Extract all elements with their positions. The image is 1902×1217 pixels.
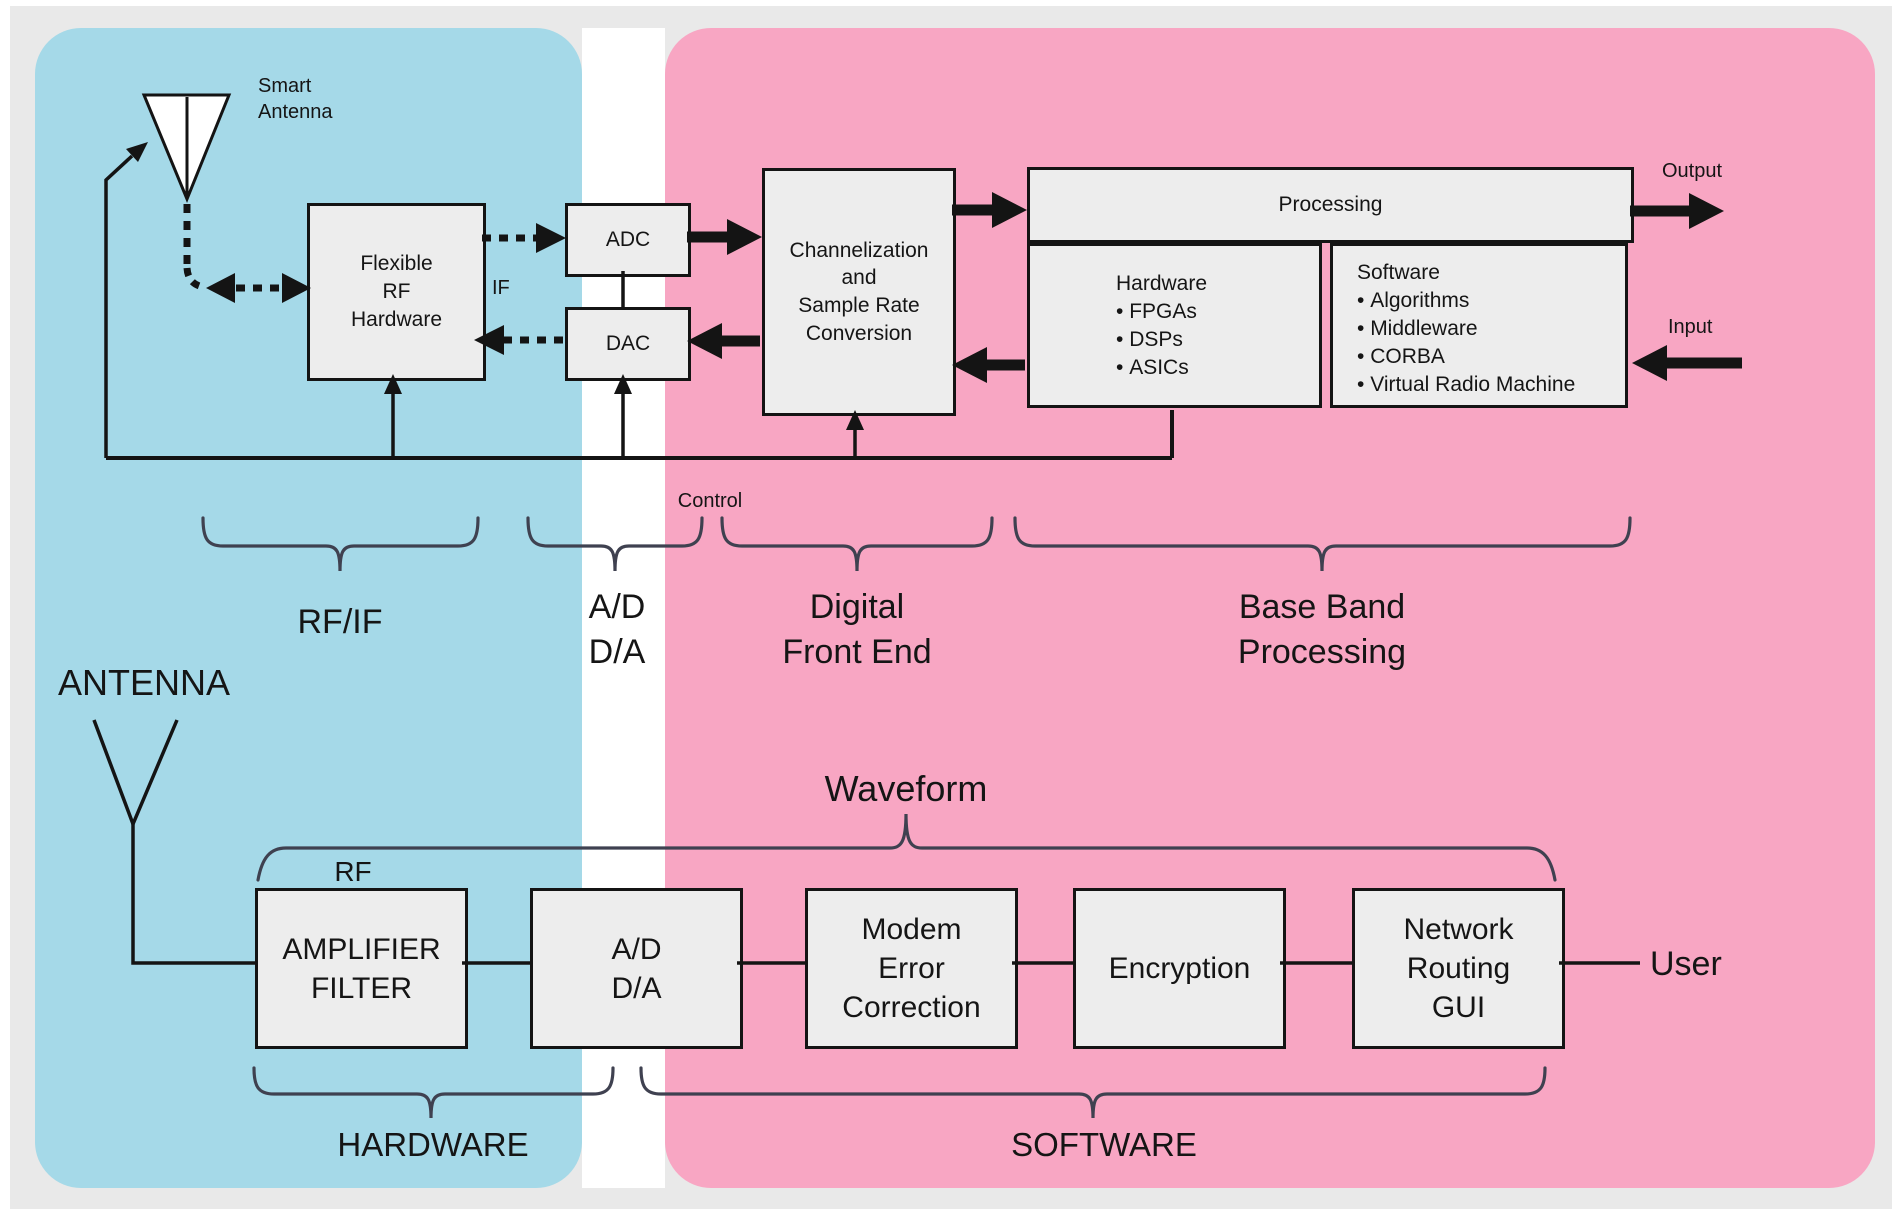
rfif-brace-label: RF/IF bbox=[297, 603, 383, 641]
ad-da-box: A/D D/A bbox=[530, 888, 743, 1049]
modem-line: Correction bbox=[842, 991, 981, 1024]
software-box-item: CORBA bbox=[1357, 343, 1445, 371]
modem-line: Error bbox=[878, 952, 945, 985]
flexible-rf-line: RF bbox=[382, 280, 411, 304]
flexible-rf-line: Flexible bbox=[360, 252, 433, 276]
channelization-line: Conversion bbox=[805, 321, 913, 345]
dfe-line: Digital bbox=[809, 588, 905, 626]
hardware-components-box: Hardware FPGAs DSPs ASICs bbox=[1027, 243, 1322, 408]
network-line: Routing bbox=[1406, 952, 1511, 985]
output-label: Output bbox=[1662, 160, 1723, 182]
adc-label: ADC bbox=[605, 228, 651, 252]
network-line: Network bbox=[1403, 913, 1514, 946]
modem-line: Modem bbox=[861, 913, 962, 946]
adda-brace-label: A/D D/A bbox=[589, 585, 646, 675]
network-line: GUI bbox=[1431, 991, 1486, 1024]
network-routing-gui-box: Network Routing GUI bbox=[1352, 888, 1565, 1049]
antenna-label: ANTENNA bbox=[58, 662, 231, 703]
adc-box: ADC bbox=[565, 203, 691, 277]
waveform-label: Waveform bbox=[824, 768, 988, 809]
flexible-rf-line: Hardware bbox=[350, 307, 443, 331]
bbp-line: Base Band bbox=[1238, 588, 1406, 626]
hardware-box-item: ASICs bbox=[1116, 354, 1189, 382]
amplifier-filter-box: AMPLIFIER FILTER bbox=[255, 888, 468, 1049]
channelization-box: Channelization and Sample Rate Conversio… bbox=[762, 168, 956, 416]
software-box-title: Software bbox=[1357, 261, 1440, 284]
hardware-box-title: Hardware bbox=[1116, 272, 1208, 295]
rf-label: RF bbox=[334, 856, 372, 887]
software-box-item: Virtual Radio Machine bbox=[1357, 371, 1575, 399]
dfe-line: Front End bbox=[782, 632, 932, 671]
ad-da-line: D/A bbox=[611, 971, 662, 1005]
software-box-item: Algorithms bbox=[1357, 287, 1469, 315]
channelization-line: and bbox=[841, 266, 877, 290]
control-label: Control bbox=[677, 490, 743, 512]
processing-box: Processing bbox=[1027, 167, 1634, 243]
dac-label: DAC bbox=[605, 332, 651, 356]
encryption-label: Encryption bbox=[1108, 952, 1251, 985]
base-band-processing-label: Base Band Processing bbox=[1238, 585, 1406, 675]
smart-antenna-line: Smart bbox=[258, 75, 312, 97]
adda-brace-line: D/A bbox=[588, 632, 646, 671]
hardware-box-item: FPGAs bbox=[1116, 298, 1197, 326]
bbp-line: Processing bbox=[1237, 632, 1407, 671]
user-label: User bbox=[1650, 945, 1722, 983]
hardware-box-item: DSPs bbox=[1116, 326, 1183, 354]
if-label: IF bbox=[492, 277, 510, 299]
flexible-rf-hardware-box: Flexible RF Hardware bbox=[307, 203, 486, 381]
ad-da-line: A/D bbox=[611, 932, 662, 966]
amplifier-filter-line: FILTER bbox=[310, 971, 413, 1005]
smart-antenna-line: Antenna bbox=[258, 101, 333, 123]
encryption-box: Encryption bbox=[1073, 888, 1286, 1049]
channelization-line: Channelization bbox=[789, 238, 929, 262]
channelization-line: Sample Rate bbox=[798, 294, 920, 317]
input-label: Input bbox=[1668, 316, 1713, 338]
processing-label: Processing bbox=[1278, 193, 1383, 217]
hardware-brace-label: HARDWARE bbox=[337, 1126, 529, 1163]
modem-error-correction-box: Modem Error Correction bbox=[805, 888, 1018, 1049]
software-brace-label: SOFTWARE bbox=[1011, 1126, 1197, 1163]
digital-front-end-label: Digital Front End bbox=[782, 585, 931, 675]
software-box-item: Middleware bbox=[1357, 315, 1477, 343]
software-components-box: Software Algorithms Middleware CORBA Vir… bbox=[1330, 243, 1628, 408]
adda-brace-line: A/D bbox=[588, 588, 646, 626]
dac-box: DAC bbox=[565, 307, 691, 381]
smart-antenna-label: Smart Antenna bbox=[258, 73, 333, 125]
amplifier-filter-line: AMPLIFIER bbox=[282, 932, 441, 966]
